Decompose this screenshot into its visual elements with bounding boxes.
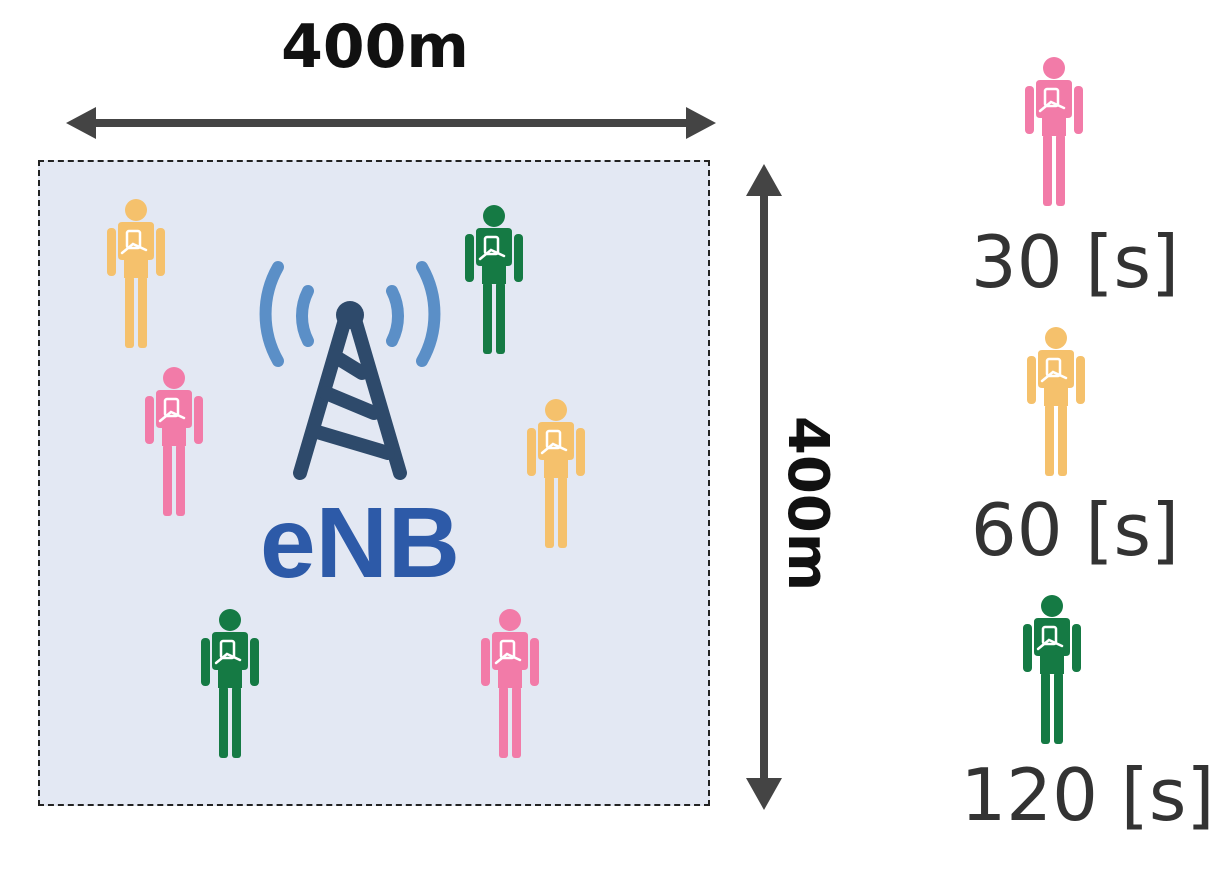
user-yellow-icon (105, 197, 167, 350)
cell-tower-icon (259, 261, 441, 480)
legend-pink-person-icon (1023, 55, 1085, 208)
user-green-icon (199, 607, 261, 760)
user-pink-icon (479, 607, 541, 760)
area-height-label: 400m (775, 416, 840, 592)
legend-label-30s: 30 [s] (970, 220, 1180, 304)
user-pink-icon (143, 365, 205, 518)
legend-green-person-icon (1021, 593, 1083, 746)
enb-label: eNB (259, 487, 461, 599)
legend-label-120s: 120 [s] (960, 753, 1215, 837)
user-yellow-icon (525, 397, 587, 550)
area-width-label: 400m (281, 12, 469, 82)
vertical-dimension-arrow-icon (746, 164, 782, 810)
user-green-icon (463, 203, 525, 356)
simulation-area (38, 160, 710, 806)
legend-yellow-person-icon (1025, 325, 1087, 478)
horizontal-dimension-arrow-icon (66, 107, 716, 139)
legend-label-60s: 60 [s] (970, 488, 1180, 572)
